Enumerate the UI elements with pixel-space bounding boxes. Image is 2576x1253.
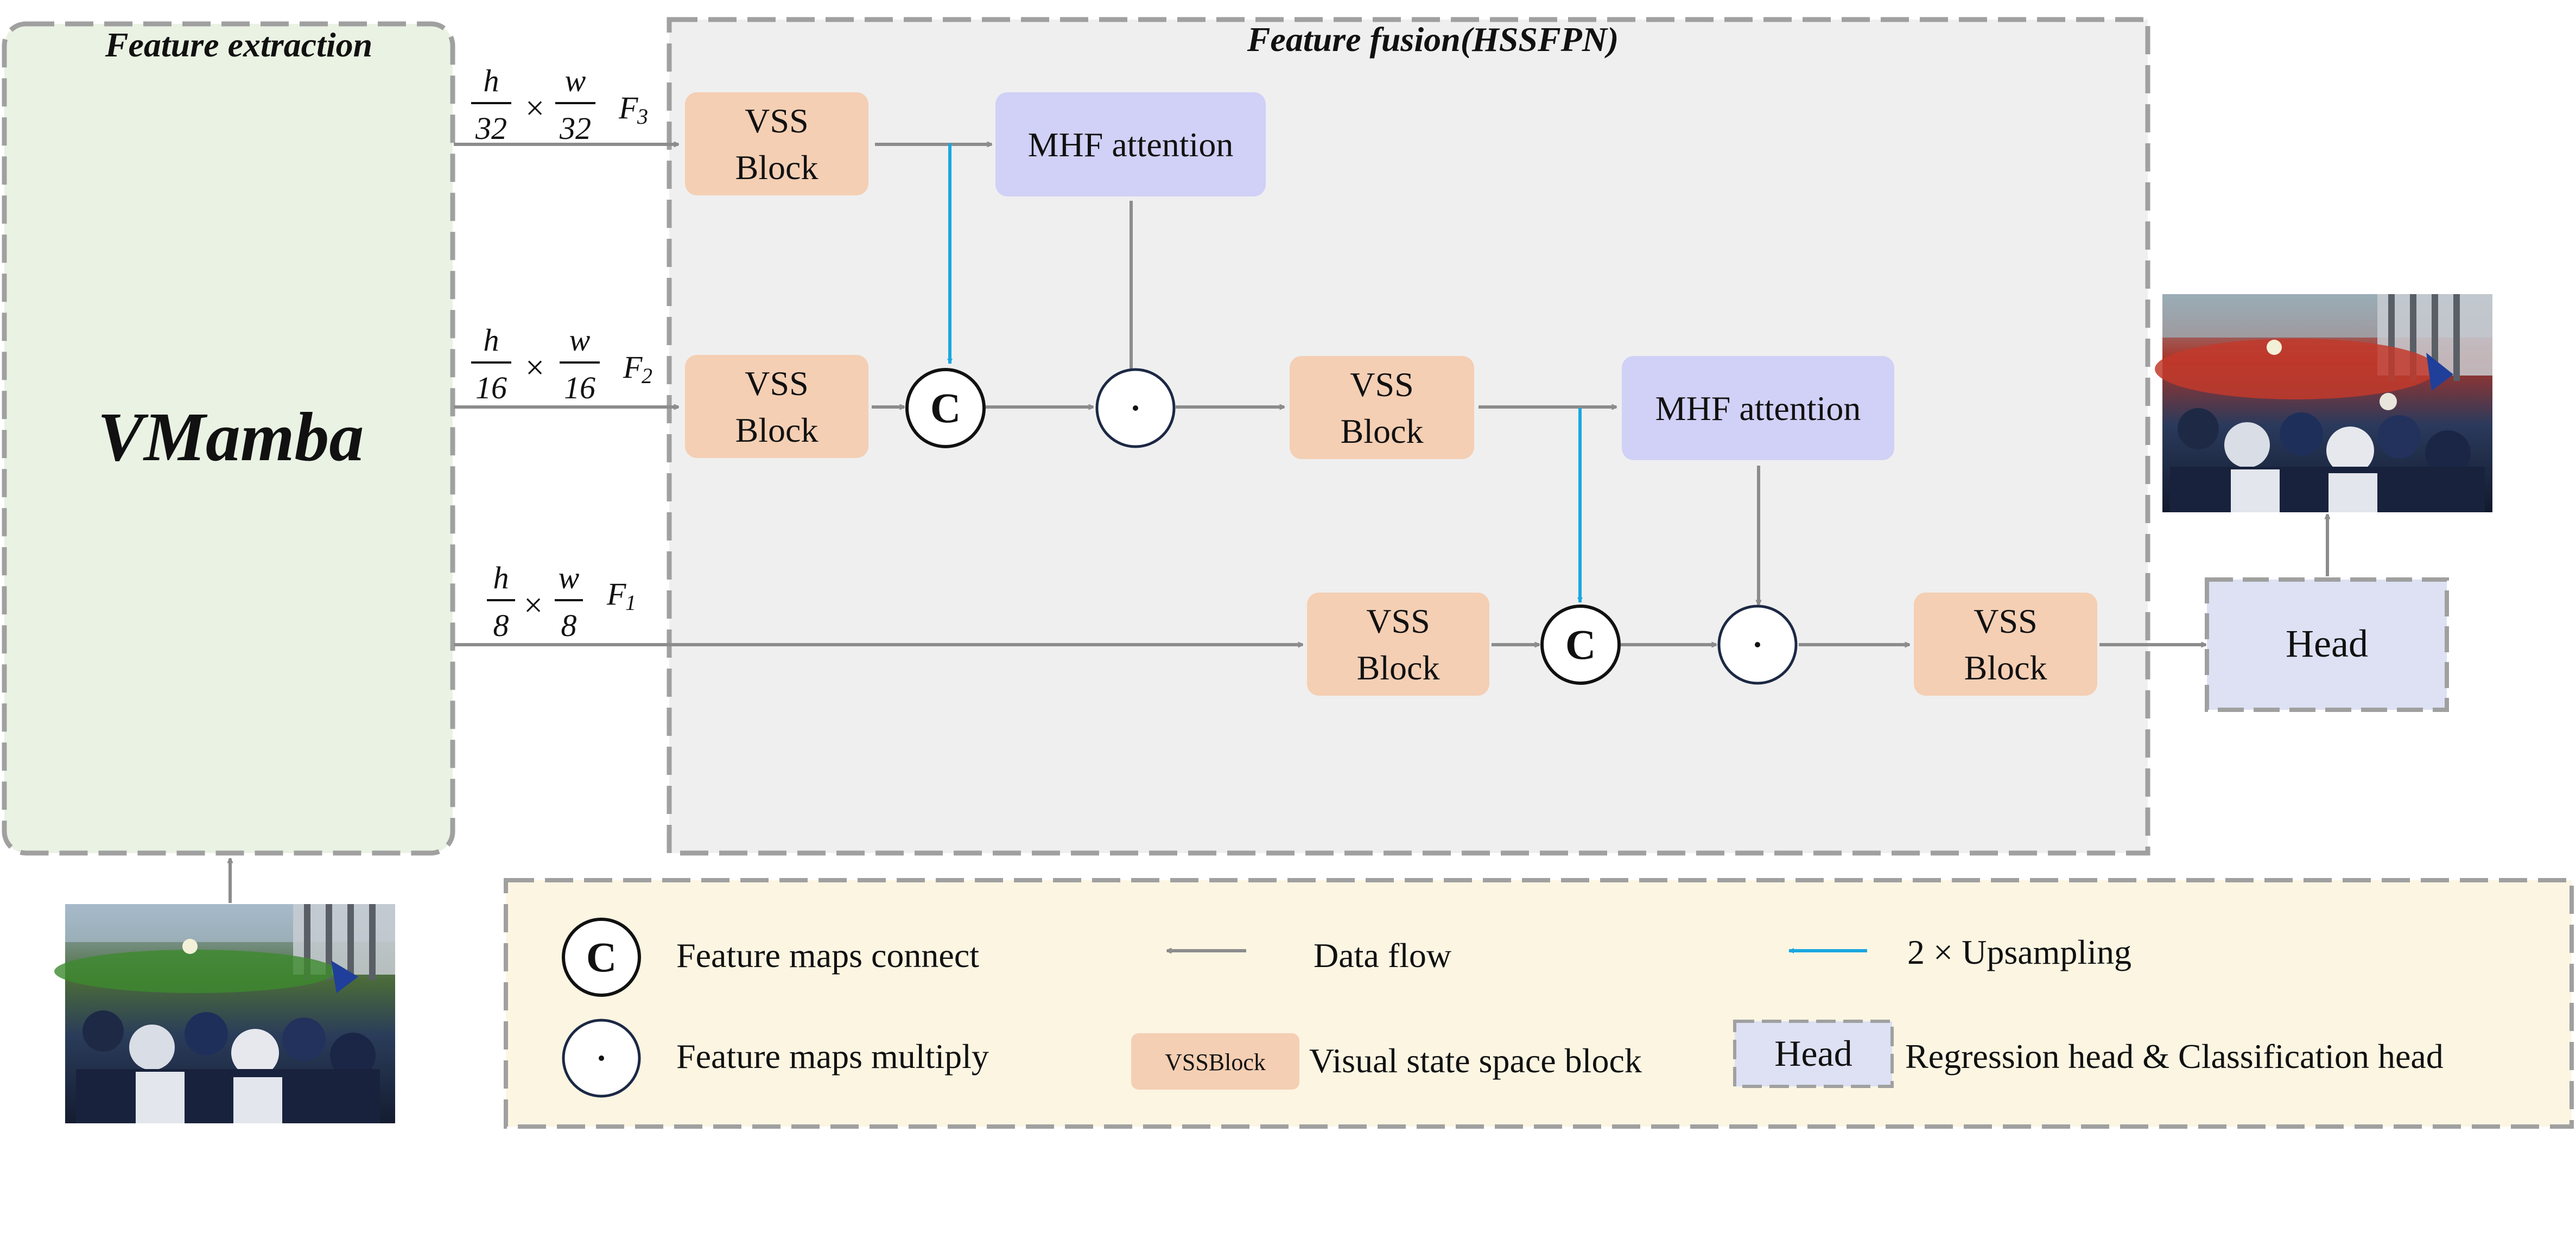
- output-crowd-image: [2155, 294, 2492, 512]
- svg-text:F: F: [623, 349, 643, 385]
- concat-node: C: [1540, 605, 1621, 685]
- input-crowd-image: [54, 904, 395, 1123]
- svg-text:×: ×: [523, 349, 546, 386]
- svg-text:w: w: [565, 63, 586, 98]
- vss-block: VSS Block: [685, 92, 868, 195]
- svg-text:Block: Block: [1357, 648, 1440, 687]
- mhf-attention-block: MHF attention: [995, 92, 1266, 196]
- data-flow-arrows: [230, 144, 2327, 903]
- svg-text:C: C: [930, 384, 961, 431]
- svg-text:VSSBlock: VSSBlock: [1165, 1049, 1266, 1076]
- svg-text:h: h: [484, 322, 499, 358]
- svg-text:16: 16: [475, 370, 507, 405]
- svg-text:32: 32: [475, 111, 507, 146]
- svg-text:w: w: [559, 560, 580, 595]
- feature-extraction-panel: Feature extraction VMamba: [2, 21, 455, 856]
- vss-block: VSS Block: [1914, 593, 2097, 696]
- svg-text:h: h: [484, 63, 499, 98]
- input-label-f2: h 16 × w 16 F 2: [471, 322, 652, 405]
- svg-text:VSS: VSS: [1366, 602, 1430, 640]
- multiply-node: [1095, 368, 1176, 448]
- svg-text:Block: Block: [735, 148, 819, 187]
- svg-text:MHF attention: MHF attention: [1028, 125, 1234, 164]
- svg-text:C: C: [1565, 621, 1596, 668]
- svg-text:VSS: VSS: [745, 364, 808, 403]
- legend-upsampling-label: 2 × Upsampling: [1907, 933, 2131, 971]
- svg-text:32: 32: [559, 111, 591, 146]
- svg-text:2: 2: [642, 364, 652, 388]
- svg-text:Block: Block: [735, 411, 819, 449]
- svg-text:F: F: [618, 90, 638, 125]
- input-label-f3: h 32 × w 32 F 3: [471, 63, 648, 146]
- svg-text:8: 8: [561, 608, 577, 643]
- input-label-f1: h 8 × w 8 F 1: [487, 560, 636, 643]
- svg-text:Block: Block: [1964, 648, 2047, 687]
- feature-fusion-title: Feature fusion(HSSFPN): [1247, 20, 1619, 59]
- legend-vss-label: Visual state space block: [1309, 1041, 1642, 1080]
- vss-block: VSS Block: [1307, 593, 1489, 696]
- svg-text:VSS: VSS: [1974, 602, 2037, 640]
- multiply-node: [1717, 605, 1798, 685]
- svg-text:Head: Head: [2286, 622, 2368, 665]
- svg-text:VSS: VSS: [745, 101, 808, 140]
- legend-panel: C Feature maps connect Feature maps mult…: [504, 878, 2574, 1129]
- mhf-attention-block: MHF attention: [1622, 356, 1894, 460]
- vss-block: VSS Block: [685, 355, 868, 458]
- legend-multiply-label: Feature maps multiply: [676, 1037, 989, 1076]
- vss-block: VSS Block: [1290, 356, 1474, 459]
- svg-text:16: 16: [564, 370, 595, 405]
- legend-head-label: Regression head & Classification head: [1905, 1037, 2444, 1076]
- feature-extraction-title: Feature extraction: [105, 26, 372, 64]
- legend-multiply-symbol: [562, 1019, 641, 1098]
- legend-concat-symbol: C: [562, 918, 641, 997]
- svg-text:MHF attention: MHF attention: [1655, 389, 1861, 428]
- svg-text:×: ×: [522, 587, 544, 624]
- svg-text:Block: Block: [1341, 412, 1424, 450]
- upsampling-arrows: [947, 143, 1583, 603]
- svg-text:8: 8: [493, 608, 509, 643]
- legend-vss-swatch: VSSBlock: [1131, 1033, 1299, 1090]
- svg-text:C: C: [586, 933, 617, 981]
- concat-node: C: [905, 368, 986, 448]
- svg-text:h: h: [493, 560, 509, 595]
- svg-text:w: w: [569, 322, 591, 358]
- legend-head-swatch: Head: [1733, 1020, 1894, 1088]
- svg-text:VSS: VSS: [1350, 365, 1413, 404]
- legend-data-flow-label: Data flow: [1314, 936, 1451, 975]
- svg-text:1: 1: [625, 590, 636, 615]
- legend-concat-label: Feature maps connect: [676, 936, 979, 975]
- svg-text:Head: Head: [1774, 1033, 1852, 1074]
- svg-text:F: F: [606, 576, 626, 612]
- svg-text:×: ×: [523, 90, 546, 127]
- vmamba-backbone-label: VMamba: [98, 398, 364, 475]
- head-block: Head: [2205, 577, 2449, 712]
- svg-text:3: 3: [637, 104, 648, 129]
